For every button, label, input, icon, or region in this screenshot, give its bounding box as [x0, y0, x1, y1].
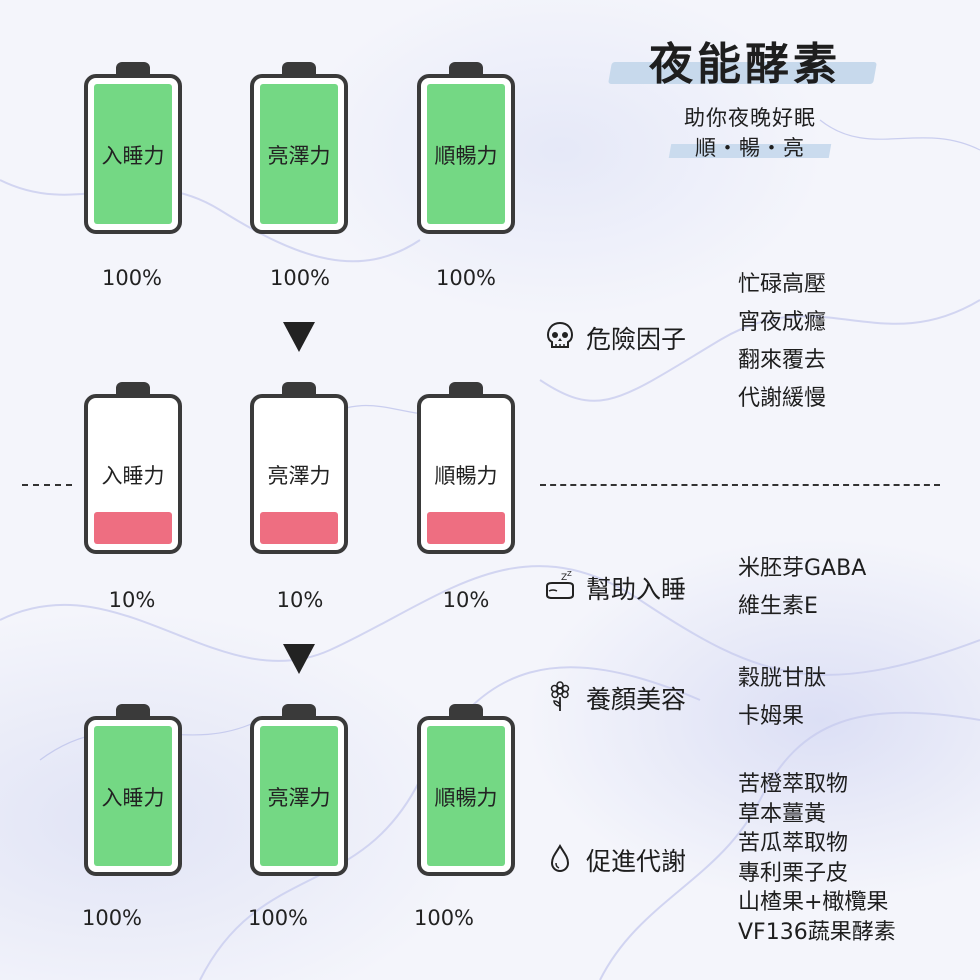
list-item: 宵夜成癮: [738, 310, 827, 335]
battery-label: 亮澤力: [267, 464, 331, 488]
flower-icon: [550, 681, 570, 711]
list-item: 苦瓜萃取物: [738, 831, 849, 856]
battery-percent: 100%: [81, 906, 143, 930]
battery-label: 入睡力: [101, 464, 165, 488]
battery-body: 亮澤力: [250, 394, 348, 554]
battery-smooth-restored: 順暢力: [417, 704, 515, 876]
category-danger: 危險因子: [544, 316, 724, 356]
battery-body: 入睡力: [84, 74, 182, 234]
battery-percent: 100%: [101, 266, 163, 290]
category-metabolism: 促進代謝: [544, 838, 724, 878]
title-text: 夜能酵素: [649, 39, 841, 90]
list-item: 忙碌高壓: [738, 272, 827, 297]
battery-fill: [260, 84, 338, 224]
list-item: 翻來覆去: [738, 348, 827, 373]
battery-body: 入睡力: [84, 716, 182, 876]
category-name: 養顏美容: [586, 685, 687, 714]
category-name: 促進代謝: [586, 847, 687, 876]
category-name: 危險因子: [586, 325, 687, 354]
battery-percent: 10%: [108, 588, 156, 612]
battery-percent: 100%: [435, 266, 497, 290]
battery-label: 亮澤力: [267, 786, 331, 810]
list-item: 草本薑黃: [738, 801, 827, 827]
battery-fill: [427, 512, 505, 544]
battery-fill: [260, 726, 338, 866]
battery-body: 亮澤力: [250, 74, 348, 234]
divider-left: [22, 484, 72, 486]
list-item: 卡姆果: [738, 704, 805, 729]
page-title: 夜能酵素: [600, 28, 890, 94]
divider-right: [540, 484, 940, 486]
svg-text:Z: Z: [561, 573, 567, 583]
list-item: 維生素E: [738, 594, 818, 619]
category-sleep: Z Z 幫助入睡: [544, 566, 724, 606]
sleep-list: 米胚芽GABA 維生素E: [738, 550, 938, 626]
list-item: 米胚芽GABA: [738, 556, 867, 581]
list-item: 苦橙萃取物: [738, 772, 849, 797]
battery-label: 入睡力: [101, 144, 165, 168]
battery-body: 順暢力: [417, 74, 515, 234]
battery-label: 入睡力: [101, 786, 165, 810]
battery-percent: 100%: [413, 906, 475, 930]
sleeping-pillow-icon: Z Z: [546, 570, 574, 599]
danger-list: 忙碌高壓 宵夜成癮 翻來覆去 代謝緩慢: [738, 266, 938, 418]
battery-sleep-low: 入睡力: [84, 382, 182, 554]
beauty-list: 穀胱甘肽 卡姆果: [738, 660, 938, 736]
down-arrow-icon: [283, 322, 315, 352]
battery-label: 順暢力: [434, 144, 498, 168]
water-drop-icon: [550, 843, 570, 873]
battery-percent: 10%: [276, 588, 324, 612]
category-beauty: 養顏美容: [544, 676, 724, 716]
battery-label: 順暢力: [434, 786, 498, 810]
list-item: VF136蔬果酵素: [738, 919, 896, 945]
list-item: 專利栗子皮: [738, 860, 849, 886]
battery-fill: [94, 512, 172, 544]
battery-percent: 10%: [442, 588, 490, 612]
list-item: 山楂果+橄欖果: [738, 890, 889, 915]
battery-label: 亮澤力: [267, 144, 331, 168]
battery-fill: [94, 726, 172, 866]
category-name: 幫助入睡: [586, 575, 687, 604]
battery-sleep-full: 入睡力: [84, 62, 182, 234]
list-item: 代謝緩慢: [738, 386, 827, 411]
battery-label: 順暢力: [434, 464, 498, 488]
battery-percent: 100%: [269, 266, 331, 290]
battery-fill: [260, 512, 338, 544]
svg-text:Z: Z: [567, 570, 572, 578]
battery-smooth-full: 順暢力: [417, 62, 515, 234]
battery-gloss-low: 亮澤力: [250, 382, 348, 554]
battery-body: 入睡力: [84, 394, 182, 554]
battery-fill: [427, 84, 505, 224]
subtitle: 助你夜晚好眠: [684, 106, 816, 130]
battery-smooth-low: 順暢力: [417, 382, 515, 554]
subtitle-tagline: 順・暢・亮: [650, 132, 850, 162]
battery-body: 順暢力: [417, 394, 515, 554]
battery-gloss-full: 亮澤力: [250, 62, 348, 234]
battery-sleep-restored: 入睡力: [84, 704, 182, 876]
battery-gloss-restored: 亮澤力: [250, 704, 348, 876]
battery-percent: 100%: [247, 906, 309, 930]
battery-fill: [427, 726, 505, 866]
tagline-text: 順・暢・亮: [695, 136, 805, 160]
battery-fill: [94, 84, 172, 224]
skull-icon: [546, 321, 574, 348]
down-arrow-icon: [283, 644, 315, 674]
metabolism-list: 苦橙萃取物 草本薑黃 苦瓜萃取物 專利栗子皮 山楂果+橄欖果 VF136蔬果酵素: [738, 770, 938, 947]
battery-body: 順暢力: [417, 716, 515, 876]
list-item: 穀胱甘肽: [738, 666, 827, 691]
battery-body: 亮澤力: [250, 716, 348, 876]
